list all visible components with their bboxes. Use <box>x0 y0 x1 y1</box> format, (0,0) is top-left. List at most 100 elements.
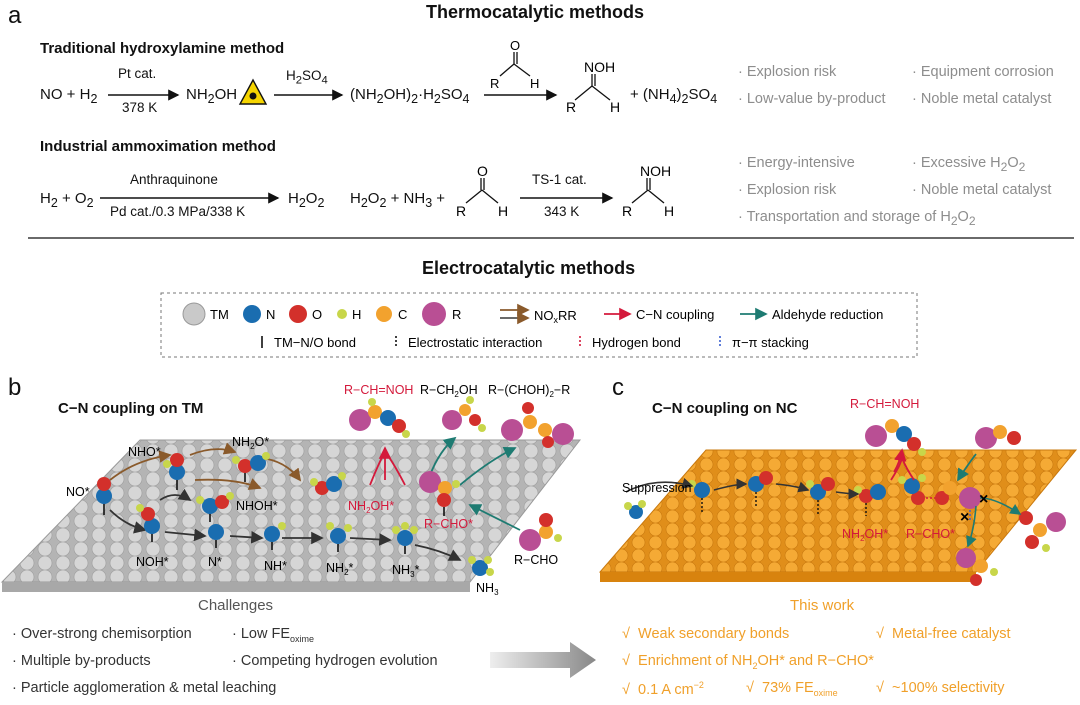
challenge-1: · Over-strong chemisorption <box>12 626 192 642</box>
panel-c-title: C−N coupling on NC <box>652 400 798 417</box>
legend-aldehyde-reduction: Aldehyde reduction <box>772 307 883 322</box>
label-nh2: NH2* <box>326 561 354 577</box>
benefit-2: √ Metal-free catalyst <box>876 626 1011 642</box>
label-rcho-ads: R−CHO* <box>424 517 473 531</box>
nc-adsorbate-4 <box>854 484 886 516</box>
trad-acid-reagent: H2SO4 <box>286 68 328 87</box>
legend-tm: TM <box>210 307 229 322</box>
nc-blocked-product-2 <box>956 548 998 586</box>
trad-byproduct: + (NH4)2SO4 <box>630 86 718 106</box>
free-nh3 <box>468 556 494 576</box>
legend-tm-swatch <box>182 302 206 326</box>
challenge-5: · Competing hydrogen evolution <box>232 653 438 669</box>
legend-electrostatic: Electrostatic interaction <box>408 335 542 350</box>
nc-slab <box>598 449 1078 573</box>
ind-issue-3: · Excessive H2O2 <box>912 155 1026 174</box>
ind-issue-4: · Noble metal catalyst <box>912 182 1052 198</box>
trad-temperature: 378 K <box>122 100 158 115</box>
label-noh: NOH* <box>136 555 169 569</box>
product-oxime-label: R−CH=NOH <box>344 383 413 397</box>
adsorbate-nh <box>264 522 286 550</box>
trad-reactant: NO + H2 <box>40 86 98 106</box>
nc-blocked-product-1 <box>1019 511 1066 552</box>
nc-product-label: R−CH=NOH <box>850 397 919 411</box>
label-nh: NH* <box>264 559 287 573</box>
legend-c-swatch <box>376 306 392 322</box>
benefit-3: √ Enrichment of NH2OH* and R−CHO* <box>622 653 874 671</box>
panel-b-title: C−N coupling on TM <box>58 400 204 417</box>
legend-h-swatch <box>337 309 347 319</box>
nc-nh2oh-label: NH2OH* <box>842 527 888 543</box>
trad-issue-2: · Low-value by-product <box>738 91 886 107</box>
label-rcho: R−CHO <box>514 553 558 567</box>
block-x-2: × <box>960 509 969 526</box>
adsorbate-n <box>208 524 224 548</box>
ind-catalyst: Anthraquinone <box>130 172 218 187</box>
industrial-method-title: Industrial ammoximation method <box>40 138 276 155</box>
label-n: N* <box>208 555 222 569</box>
legend-tm-bond: TM−N/O bond <box>274 335 356 350</box>
aldehyde-structure-2 <box>465 178 499 204</box>
product-diol-label: R−(CHOH)2−R <box>488 383 570 399</box>
traditional-method-title: Traditional hydroxylamine method <box>40 40 285 57</box>
nc-nh2oh-ads <box>898 474 926 505</box>
label-nh2o: NH2O* <box>232 435 269 451</box>
ind-peroxide: H2O2 <box>288 190 325 210</box>
ind-reactants-2: H2O2 + NH3 + <box>350 190 446 210</box>
thermocatalytic-title: Thermocatalytic methods <box>426 2 645 22</box>
legend-o-swatch <box>289 305 307 323</box>
aldehyde-h: H <box>530 76 539 91</box>
aldehyde-o-2: O <box>477 163 488 179</box>
adsorbate-nh2 <box>326 522 352 552</box>
challenge-2: · Multiple by-products <box>12 653 151 669</box>
nc-free-aldehyde <box>975 425 1021 449</box>
explosion-hazard-icon <box>238 78 268 105</box>
nc-product-oxime <box>865 419 926 456</box>
free-aldehyde <box>519 513 562 551</box>
transition-arrow-icon <box>490 642 596 678</box>
legend-n-swatch <box>243 305 261 323</box>
trad-issue-1: · Explosion risk <box>738 64 837 80</box>
ind-ts1-temperature: 343 K <box>544 204 580 219</box>
aldehyde-h-2: H <box>498 203 508 219</box>
ind-issue-2: · Explosion risk <box>738 182 837 198</box>
challenge-4: · Low FEoxime <box>232 626 315 644</box>
adsorbate-nhoh <box>196 492 234 522</box>
aldehyde-r: R <box>490 76 499 91</box>
product-oxime-molecule <box>349 398 410 438</box>
oxime-r-2: R <box>622 203 632 219</box>
oxime-h-2: H <box>664 203 674 219</box>
suppression-label: Suppression <box>622 481 692 495</box>
this-work-title: This work <box>790 597 855 614</box>
adsorbate-nho <box>163 453 185 490</box>
benefit-4: √ 0.1 A cm−2 <box>622 680 704 698</box>
product-diol-molecule <box>501 402 574 448</box>
adsorbate-noh <box>136 504 160 542</box>
legend-noxrr: NOxRR <box>534 308 577 325</box>
electrocatalytic-title: Electrocatalytic methods <box>422 258 636 278</box>
challenge-3: · Particle agglomeration & metal leachin… <box>12 680 277 696</box>
oxime-r-1: R <box>566 99 576 115</box>
benefit-5: √ 73% FEoxime <box>746 680 838 698</box>
challenges-title: Challenges <box>198 597 274 614</box>
benefit-1: √ Weak secondary bonds <box>622 626 790 642</box>
nc-free-nh <box>624 500 646 519</box>
trad-sulfate-salt: (NH2OH)2·H2SO4 <box>350 86 470 106</box>
product-alcohol-label: R−CH2OH <box>420 383 478 399</box>
nc-rcho-label: R−CHO* <box>906 527 955 541</box>
aldehyde-structure-1 <box>499 52 531 77</box>
tm-surface-scene: NO* NHO* NH2O* NHOH* NOH* N* NH* NH2* NH… <box>0 383 582 597</box>
adsorbate-nh3 <box>392 522 418 554</box>
aldehyde-r-2: R <box>456 203 466 219</box>
oxime-structure-2 <box>631 178 665 204</box>
trad-hydroxylamine: NH2OH <box>186 86 238 106</box>
legend-r-swatch <box>422 302 446 326</box>
ind-issue-5: · Transportation and storage of H2O2 <box>738 209 976 228</box>
trad-issue-4: · Noble metal catalyst <box>912 91 1052 107</box>
legend-c: C <box>398 307 407 322</box>
ind-issue-1: · Energy-intensive <box>738 155 855 171</box>
panel-label-a: a <box>8 2 22 29</box>
benefit-6: √ ~100% selectivity <box>876 680 1005 696</box>
panel-label-b: b <box>8 374 22 401</box>
aldehyde-o: O <box>510 38 520 53</box>
